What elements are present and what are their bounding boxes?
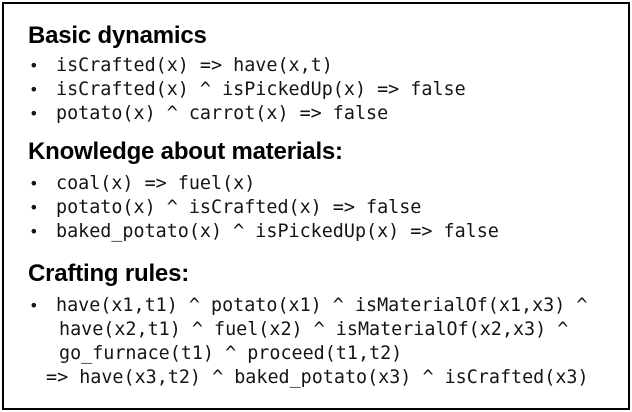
rule-item: • potato(x) ^ carrot(x) => false bbox=[28, 102, 628, 126]
rule-list-crafting: • have(x1,t1) ^ potato(x1) ^ isMaterialO… bbox=[28, 294, 628, 390]
rule-list-knowledge: • coal(x) => fuel(x) • potato(x) ^ isCra… bbox=[28, 172, 628, 244]
bullet-icon: • bbox=[29, 222, 39, 241]
rule-text: baked_potato(x) ^ isPickedUp(x) => false bbox=[56, 221, 499, 242]
section-title-knowledge-about-materials: Knowledge about materials: bbox=[28, 138, 343, 165]
section-title-crafting-rules: Crafting rules: bbox=[28, 260, 190, 287]
rule-list-basic-dynamics: • isCrafted(x) => have(x,t) • isCrafted(… bbox=[28, 54, 628, 126]
rule-text-conclusion: => have(x3,t2) ^ baked_potato(x3) ^ isCr… bbox=[46, 367, 589, 388]
bullet-icon: • bbox=[29, 80, 39, 99]
rule-item: • isCrafted(x) => have(x,t) bbox=[28, 54, 628, 78]
rule-text: isCrafted(x) => have(x,t) bbox=[56, 55, 333, 76]
rule-item: • isCrafted(x) ^ isPickedUp(x) => false bbox=[28, 78, 628, 102]
rule-text: potato(x) ^ isCrafted(x) => false bbox=[56, 197, 422, 218]
rule-text: isCrafted(x) ^ isPickedUp(x) => false bbox=[56, 79, 466, 100]
bullet-icon: • bbox=[29, 296, 39, 315]
rule-item: • baked_potato(x) ^ isPickedUp(x) => fal… bbox=[28, 220, 628, 244]
rule-text-premise: have(x2,t1) ^ fuel(x2) ^ isMaterialOf(x2… bbox=[59, 319, 569, 340]
bullet-icon: • bbox=[29, 56, 39, 75]
section-title-basic-dynamics: Basic dynamics bbox=[28, 22, 207, 49]
rule-text-premise: have(x1,t1) ^ potato(x1) ^ isMaterialOf(… bbox=[56, 295, 588, 316]
rule-item: • potato(x) ^ isCrafted(x) => false bbox=[28, 196, 628, 220]
bullet-icon: • bbox=[29, 104, 39, 123]
rule-item: • coal(x) => fuel(x) bbox=[28, 172, 628, 196]
rule-item: • have(x1,t1) ^ potato(x1) ^ isMaterialO… bbox=[28, 294, 628, 390]
rule-text: potato(x) ^ carrot(x) => false bbox=[56, 103, 389, 124]
rule-text: coal(x) => fuel(x) bbox=[56, 173, 256, 194]
bullet-icon: • bbox=[29, 198, 39, 217]
rule-text-premise: go_furnace(t1) ^ proceed(t1,t2) bbox=[59, 343, 403, 364]
bullet-icon: • bbox=[29, 174, 39, 193]
